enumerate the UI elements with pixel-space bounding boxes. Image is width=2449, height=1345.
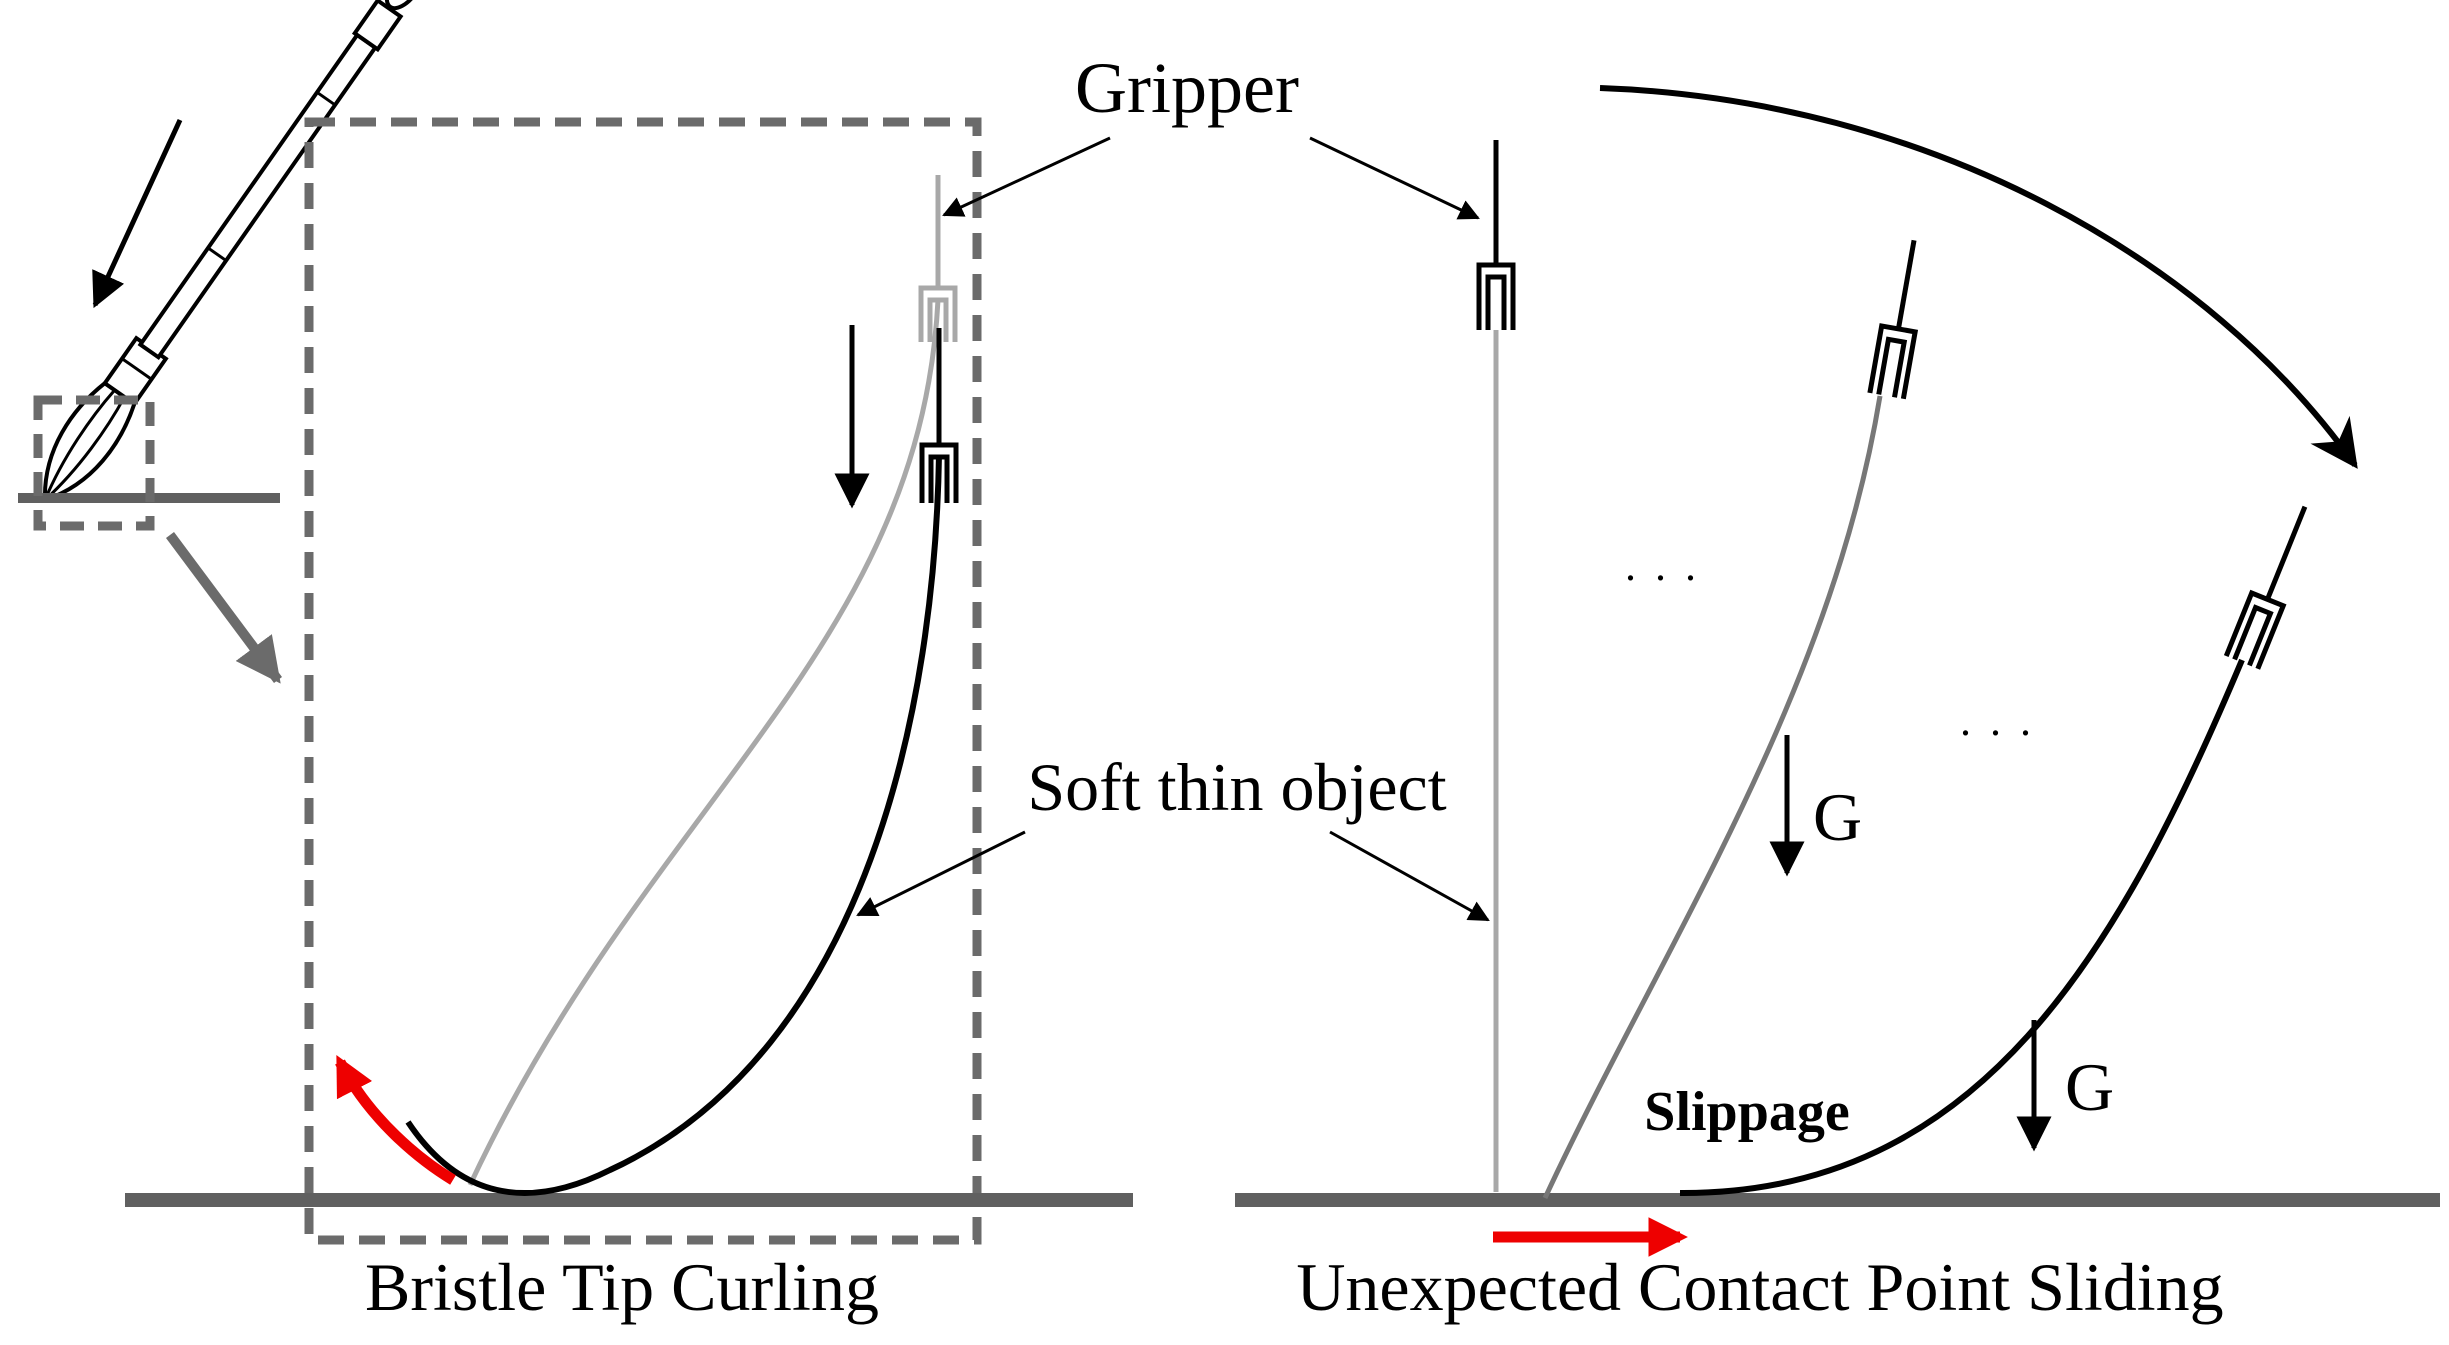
gravity-label-2: G [2065,1049,2114,1125]
soft-object-initial [467,299,941,1187]
zoomed-view-box [304,117,982,1245]
gripper-pose-2 [1867,239,1919,400]
ellipsis-2: . . . [1960,696,2035,745]
gripper-leader-left [942,136,1111,217]
soft-object-pose-2 [1542,395,1883,1200]
soft-thin-object-label: Soft thin object [1027,749,1446,825]
soft-object-pose-3 [1679,658,2245,1197]
gripper-label: Gripper [1075,48,1299,128]
caption-bristle-tip-curling: Bristle Tip Curling [365,1249,879,1325]
slippage-label: Slippage [1644,1081,1849,1143]
object-leader-right [1329,830,1490,922]
gravity-label-1: G [1813,779,1862,855]
brush-motion-arrow [92,118,183,309]
zoom-arrow [165,532,283,684]
brush-zoom-box [33,395,155,531]
gripper-pose-1 [1476,140,1516,330]
curl-direction-arrow [335,1054,456,1185]
gripper-pose-3 [2223,505,2308,670]
soft-object-curled [405,454,942,1196]
calligraphy-brush-icon [42,0,426,503]
gripper-leader-right [1309,136,1480,220]
rotation-arrow [1599,85,2358,469]
caption-contact-point-sliding: Unexpected Contact Point Sliding [1296,1249,2223,1325]
object-leader-left [856,830,1026,917]
ellipsis-1: . . . [1625,541,1700,590]
